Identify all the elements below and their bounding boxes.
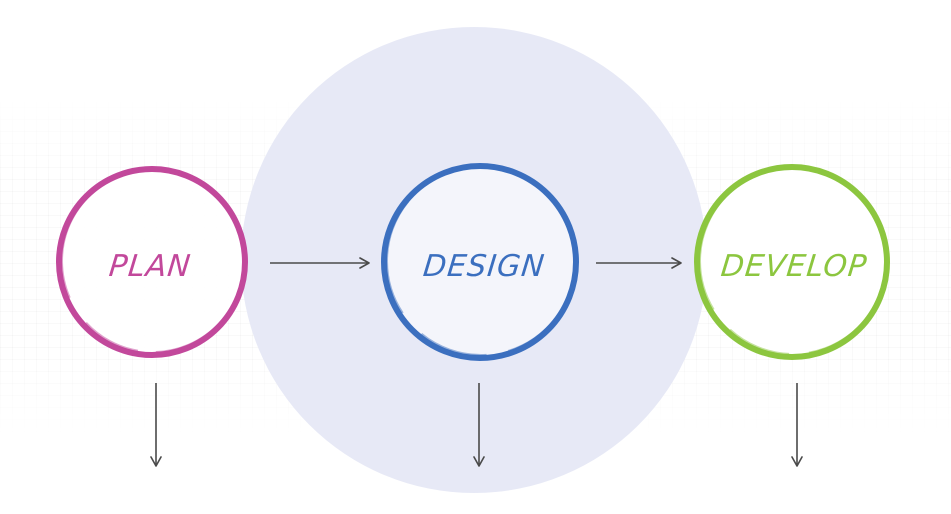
plan-label: PLAN (107, 249, 193, 284)
design-circle-brush (386, 166, 576, 356)
develop-circle-brush (699, 167, 887, 355)
design-circle (381, 163, 579, 361)
develop-circle (694, 164, 890, 360)
plan-circle (56, 166, 248, 358)
develop-label: DEVELOP (719, 249, 869, 284)
plan-circle-brush (61, 169, 245, 353)
design-label: DESIGN (421, 249, 547, 284)
